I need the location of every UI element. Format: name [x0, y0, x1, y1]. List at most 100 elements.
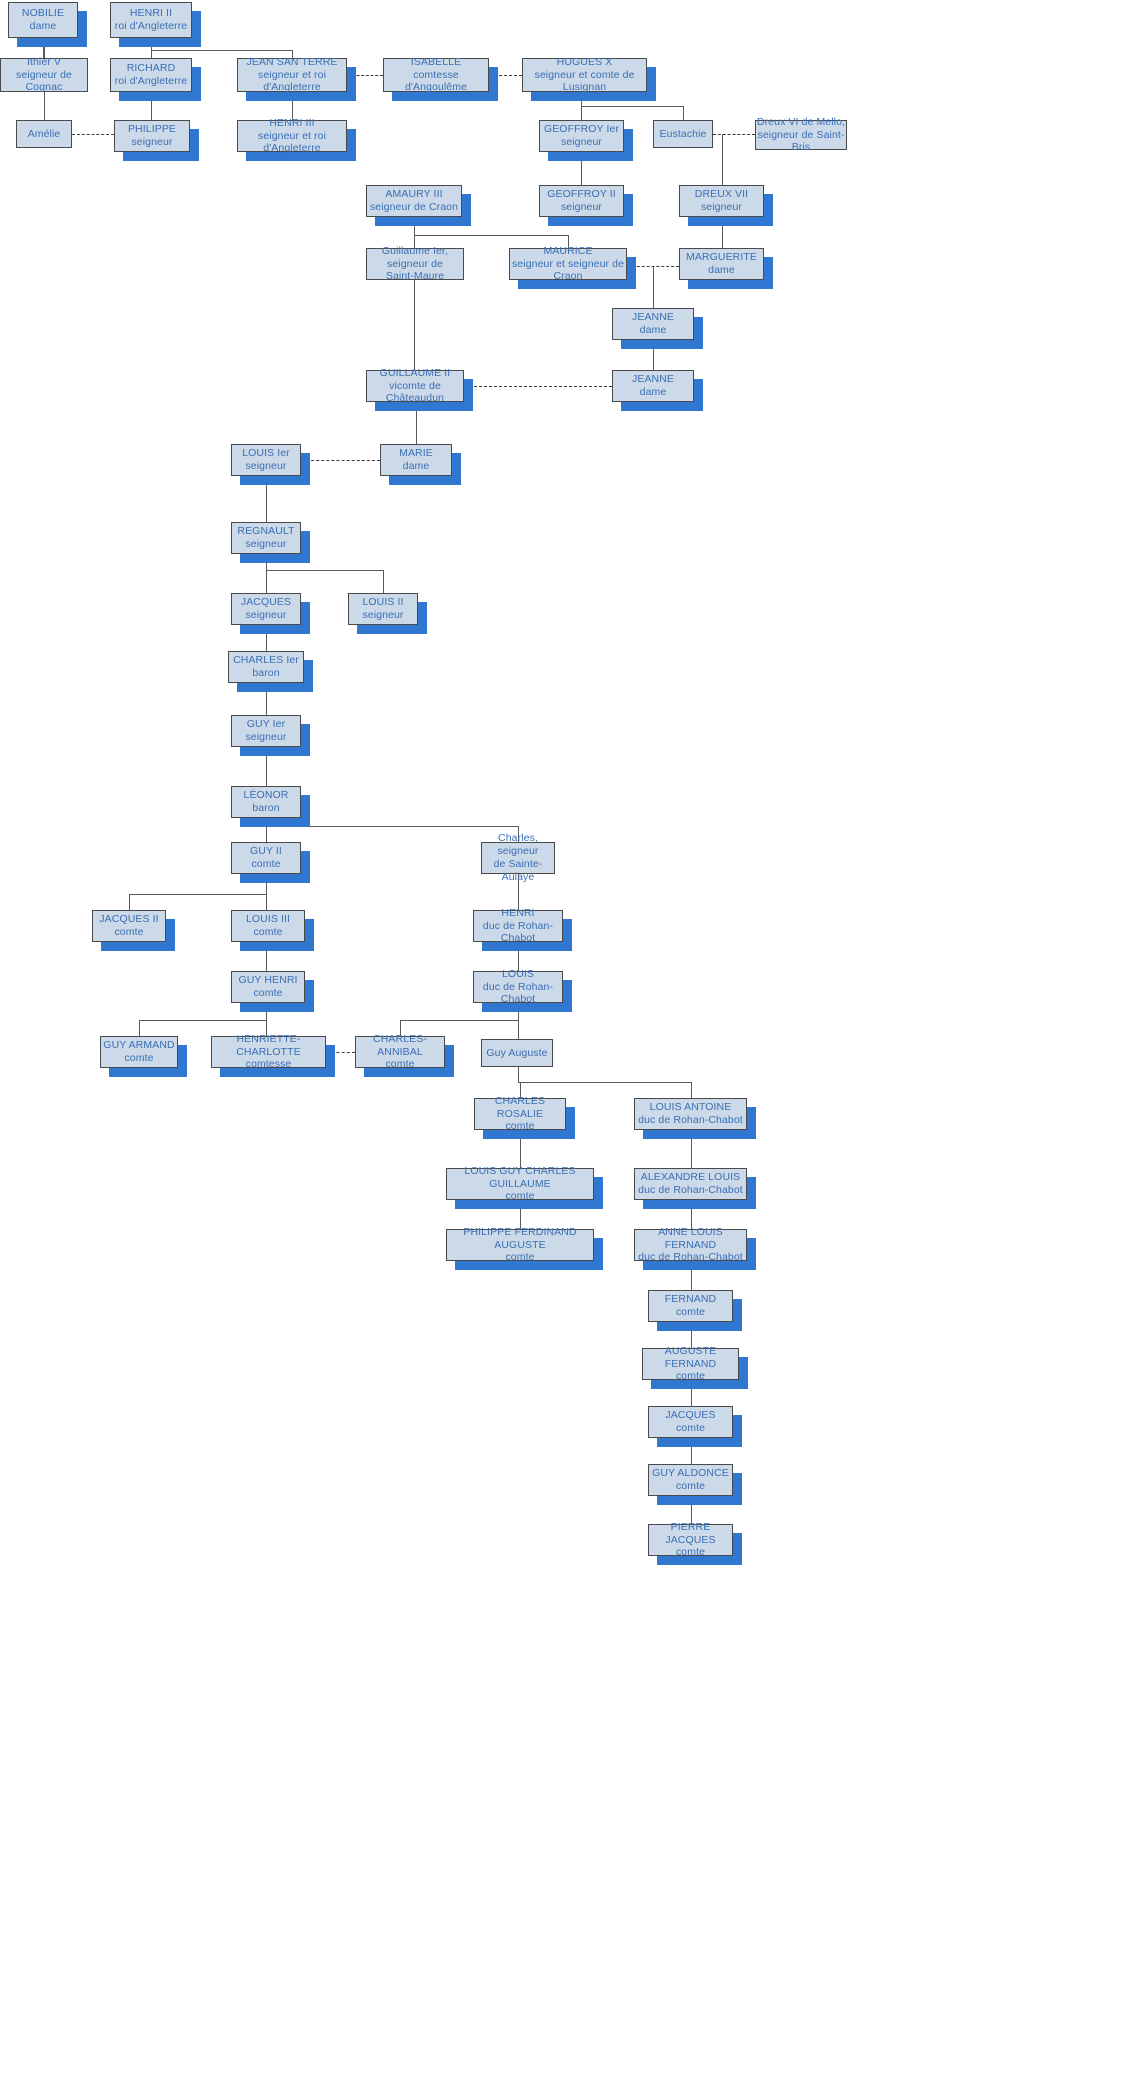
- person-node[interactable]: Dreux VI de Mello,seigneur de Saint-Bris: [755, 116, 847, 153]
- person-title: comtesse d'Angoulême: [404, 68, 468, 94]
- connector-line: [292, 92, 293, 120]
- person-name: DREUX VII: [694, 188, 749, 201]
- marriage-link: [301, 460, 380, 461]
- person-name: Charles, seigneur: [497, 832, 539, 858]
- person-name: REGNAULT: [237, 525, 295, 538]
- person-name: GUY ARMAND: [103, 1039, 175, 1052]
- person-node[interactable]: Eustachie: [653, 120, 713, 148]
- person-title: de Sainte-Aulaye: [493, 858, 543, 883]
- person-title: comte: [675, 1422, 706, 1434]
- connector-line: [414, 217, 415, 235]
- connector-line: [568, 235, 569, 248]
- connector-line: [520, 1130, 521, 1168]
- person-name: MARIE: [399, 447, 433, 460]
- person-name: FERNAND: [664, 1293, 717, 1306]
- person-name: HENRIETTE-CHARLOTTE: [236, 1032, 301, 1058]
- connector-line: [691, 1261, 692, 1290]
- connector-line: [400, 1020, 401, 1036]
- connector-line: [722, 134, 723, 185]
- person-node[interactable]: Guy Auguste: [481, 1039, 553, 1067]
- person-title: seigneur et comte de Lusignan: [534, 68, 635, 94]
- person-title: dame: [402, 460, 430, 472]
- person-title: seigneur et roi d'Angleterre: [257, 129, 327, 155]
- person-title: seigneur: [560, 136, 603, 148]
- marriage-link: [464, 386, 612, 387]
- person-name: GUILLAUME II: [379, 366, 451, 379]
- person-name: JEANNE: [631, 311, 675, 324]
- connector-line: [520, 1082, 521, 1098]
- person-name: JEAN SAN TERRE: [246, 55, 338, 68]
- person-name: LÉONOR: [243, 789, 289, 802]
- person-name: LOUIS III: [245, 913, 291, 926]
- connector-line: [691, 1130, 692, 1168]
- marriage-link: [713, 134, 755, 135]
- person-name: CHARLES-ANNIBAL: [373, 1032, 427, 1058]
- person-title: comte: [675, 1306, 706, 1318]
- person-name: GEOFFROY II: [547, 188, 616, 201]
- connector-line: [266, 826, 267, 842]
- person-title: comte: [253, 987, 283, 999]
- person-title: duc de Rohan-Chabot: [638, 1184, 743, 1196]
- person-name: Guy Auguste: [486, 1046, 548, 1059]
- person-name: AMAURY III: [385, 188, 443, 201]
- person-node[interactable]: Amélie: [16, 120, 72, 148]
- person-title: vicomte de Châteaudun: [385, 379, 445, 405]
- person-title: seigneur: [245, 460, 287, 472]
- connector-line: [518, 1020, 519, 1039]
- marriage-link: [326, 1052, 355, 1053]
- marriage-link: [627, 266, 679, 267]
- person-name: MAURICE: [543, 244, 593, 257]
- person-name: Dreux VI de Mello,: [756, 115, 846, 128]
- connector-line: [518, 1082, 691, 1083]
- person-title: baron: [252, 667, 280, 679]
